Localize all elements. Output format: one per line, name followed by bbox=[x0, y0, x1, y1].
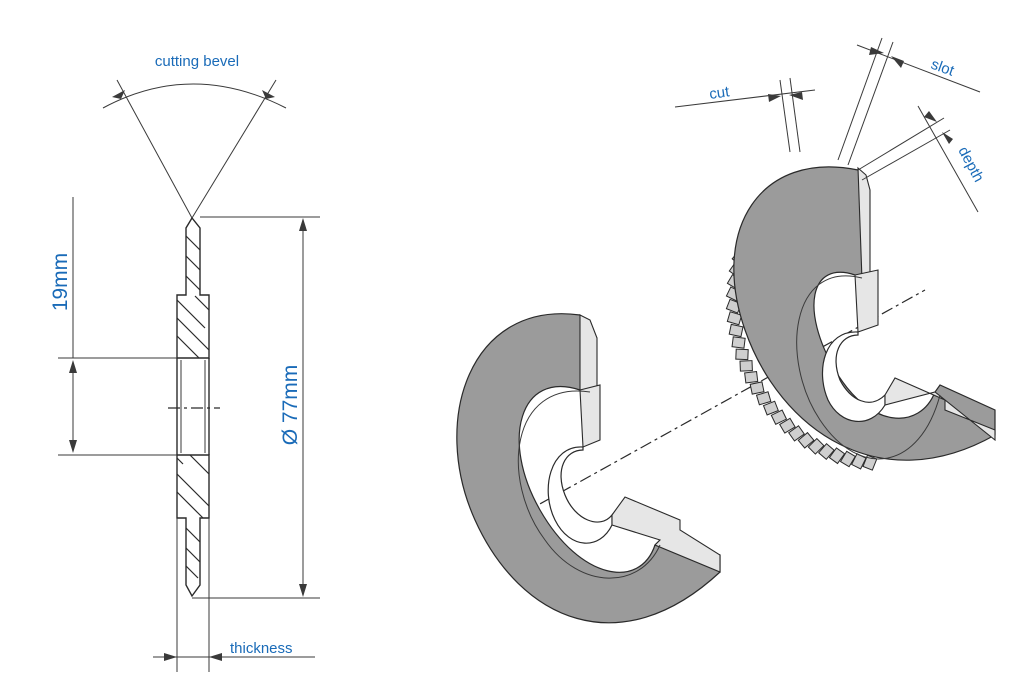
isometric-view: cut slot depth bbox=[456, 37, 996, 624]
cut-dim-line bbox=[674, 89, 816, 108]
bevel-arrow-left bbox=[112, 90, 125, 99]
toothed-disc-hub-top bbox=[854, 269, 879, 333]
depth-ext-line-1 bbox=[857, 117, 945, 171]
cut-ext-line-2 bbox=[789, 77, 801, 153]
plain-disc-hub-ring bbox=[517, 390, 661, 579]
cutting-bevel-dimension: cutting bevel bbox=[102, 53, 287, 219]
depth-dimension: depth bbox=[857, 105, 987, 213]
diameter-arrow-top bbox=[299, 218, 307, 231]
disc-tooth bbox=[728, 323, 744, 338]
cut-arrow-2 bbox=[789, 92, 803, 100]
disc-tooth bbox=[828, 447, 846, 465]
diameter-label: Ø 77mm bbox=[279, 365, 302, 446]
bevel-arc bbox=[102, 83, 287, 109]
height-arrow-bottom bbox=[69, 440, 77, 453]
disc-tooth bbox=[779, 417, 796, 434]
depth-ext-line-2 bbox=[861, 129, 951, 181]
toothed-disc-edge-top bbox=[857, 166, 871, 281]
slot-label: slot bbox=[929, 56, 958, 80]
height-dimension: 19mm bbox=[49, 197, 177, 456]
disc-tooth bbox=[749, 381, 765, 395]
disc-tooth bbox=[726, 311, 743, 326]
disc-tooth bbox=[788, 425, 805, 442]
bevel-extension-right bbox=[191, 79, 277, 219]
disc-tooth bbox=[735, 348, 749, 361]
depth-arrow-2 bbox=[942, 132, 953, 144]
bevel-extension-left bbox=[116, 79, 193, 219]
toothed-half-disc bbox=[725, 166, 996, 471]
disc-tooth bbox=[762, 400, 779, 416]
plain-disc-bore bbox=[547, 446, 613, 544]
disc-tooth bbox=[731, 336, 746, 349]
hatch-lower bbox=[176, 454, 210, 579]
disc-tooth bbox=[817, 442, 835, 461]
toothed-disc-face bbox=[733, 166, 996, 461]
cut-ext-line-1 bbox=[779, 79, 791, 153]
disc-tooth bbox=[797, 431, 815, 449]
thickness-arrow-right bbox=[209, 653, 222, 661]
disc-tooth bbox=[839, 450, 856, 468]
depth-arrow-1 bbox=[924, 111, 937, 122]
cutting-bevel-label: cutting bevel bbox=[155, 53, 239, 70]
cut-dimension: cut bbox=[674, 77, 816, 153]
plain-disc-hub-bottom bbox=[611, 496, 721, 573]
slot-arrow-1 bbox=[869, 47, 884, 55]
plain-disc-face bbox=[456, 313, 721, 624]
diameter-dimension: Ø 77mm bbox=[192, 216, 320, 599]
disc-tooth bbox=[755, 391, 772, 406]
height-label: 19mm bbox=[49, 253, 72, 311]
blade-upper-outline bbox=[176, 216, 210, 359]
thickness-arrow-left bbox=[164, 653, 177, 661]
slot-ext-line-1 bbox=[837, 37, 883, 161]
plain-disc-hub-top bbox=[579, 384, 601, 448]
slot-ext-line-2 bbox=[847, 41, 894, 166]
depth-dim-line bbox=[917, 105, 979, 213]
diameter-arrow-bottom bbox=[299, 584, 307, 597]
section-view: cutting bevel bbox=[49, 53, 320, 672]
blade-lower-outline bbox=[176, 454, 210, 598]
disc-tooth bbox=[744, 370, 759, 384]
plain-half-disc bbox=[456, 313, 721, 624]
thickness-label: thickness bbox=[230, 640, 293, 657]
disc-tooth bbox=[770, 409, 788, 425]
cut-label: cut bbox=[708, 83, 731, 103]
toothed-disc-hub-ring bbox=[796, 275, 941, 460]
slot-dimension: slot bbox=[837, 37, 981, 166]
cut-arrow-1 bbox=[768, 94, 781, 102]
slot-arrow-2 bbox=[891, 56, 904, 68]
disc-tooth bbox=[739, 360, 753, 372]
blade-section bbox=[168, 216, 220, 598]
toothed-disc-hub-bottom bbox=[884, 377, 996, 442]
plain-disc-edge-top bbox=[579, 314, 598, 393]
disc-tooth bbox=[807, 437, 825, 455]
thickness-dimension: thickness bbox=[153, 518, 315, 672]
hatch-upper bbox=[176, 235, 210, 359]
height-arrow-top bbox=[69, 360, 77, 373]
bevel-arrow-right bbox=[262, 90, 275, 99]
